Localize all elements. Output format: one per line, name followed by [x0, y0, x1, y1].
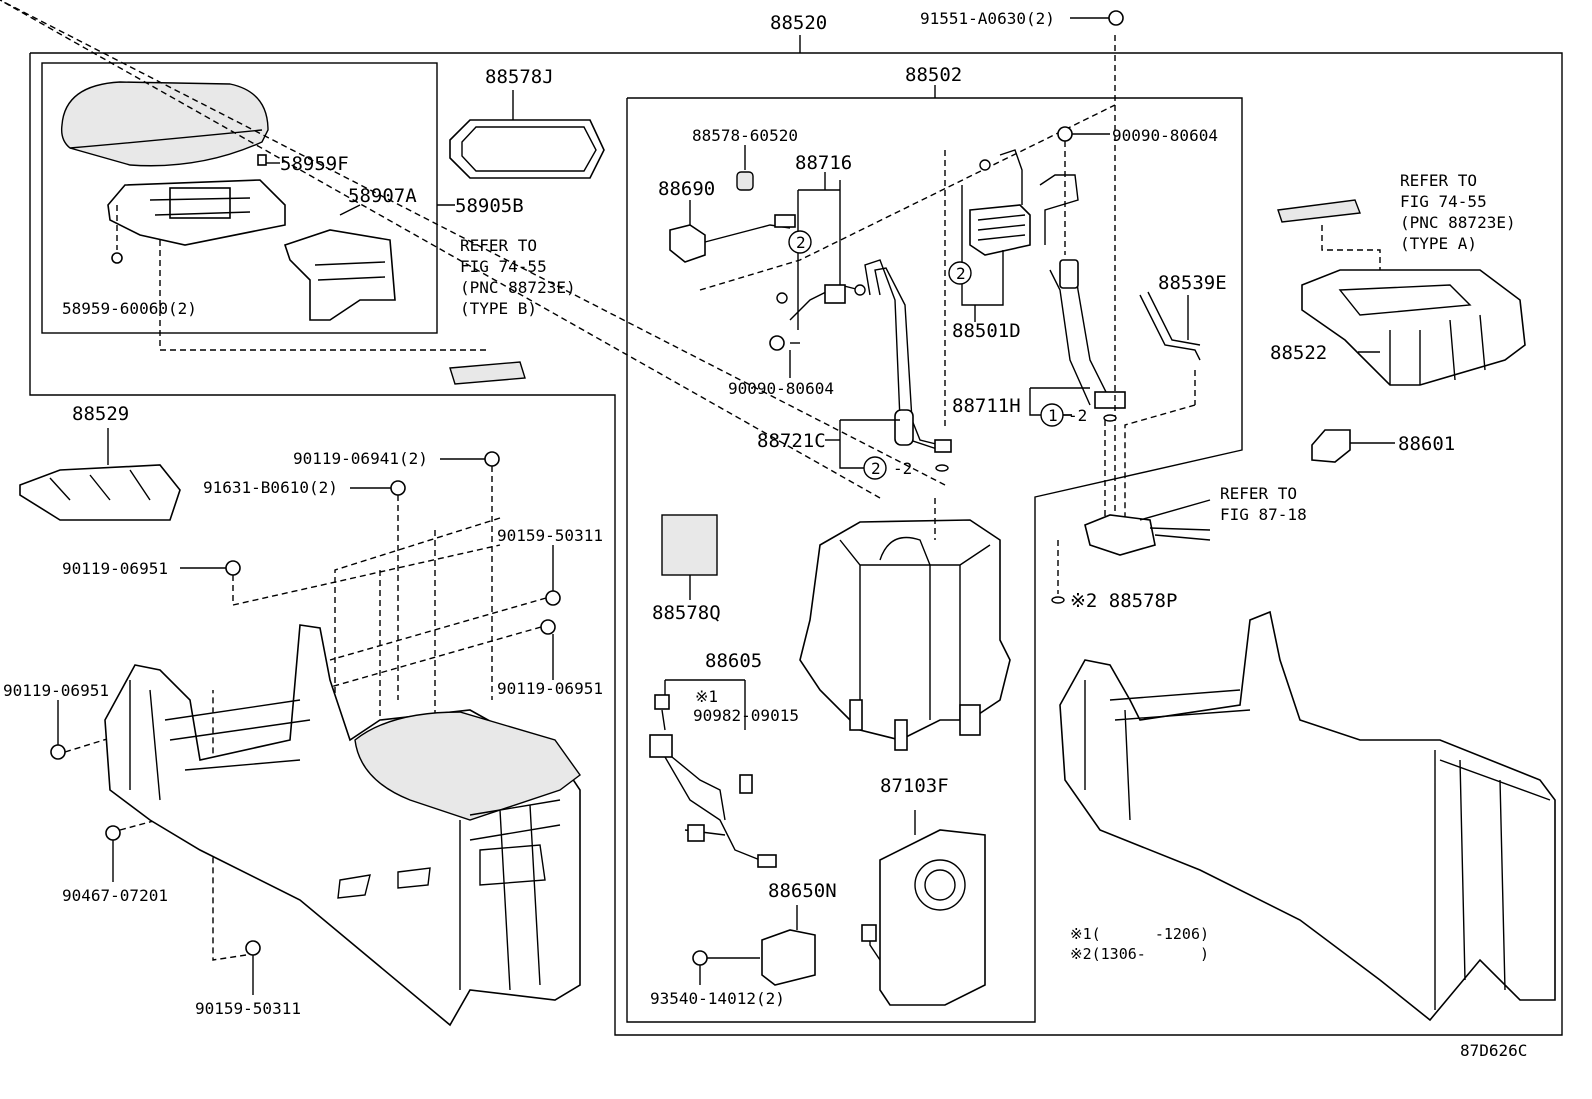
label-88716: 88716	[795, 152, 853, 174]
bolt-91551-a0630	[1070, 10, 1124, 26]
note-1: ※1( -1206)	[1070, 925, 1209, 943]
tube-88711h-part	[1039, 174, 1126, 409]
label-88578q: 88578Q	[652, 602, 721, 624]
circle-2-a	[788, 230, 812, 254]
console-body-right-part	[1059, 610, 1556, 1022]
console-body-left-part	[104, 624, 581, 1027]
label-88650n: 88650N	[768, 880, 837, 902]
relay-88650n-part	[692, 905, 816, 986]
circle-2-b-text: 2	[956, 264, 966, 283]
cup-holder-body-part	[799, 519, 1011, 751]
bolt-90119-06951-a	[180, 544, 501, 606]
plug-88578-60520-part	[736, 171, 754, 191]
armrest-lid-part	[60, 81, 269, 167]
label-note1-mark: ※1	[695, 687, 719, 706]
bolt-90090-80604-b	[1057, 126, 1110, 255]
label-90119-06951-right: 90119-06951	[497, 679, 603, 698]
bolt-91631-b0610	[350, 480, 406, 700]
armrest-base-part	[107, 154, 286, 246]
label-90467-07201: 90467-07201	[62, 886, 168, 905]
label-88578-60520: 88578-60520	[692, 126, 798, 145]
connector-fig-87-18-part	[1084, 499, 1211, 556]
label-88502: 88502	[905, 64, 963, 86]
label-88529: 88529	[72, 403, 130, 425]
refer-type-a-line3: (PNC 88723E)	[1400, 213, 1516, 232]
frame-88502	[626, 97, 1243, 1023]
refer-type-b-line1: REFER TO	[460, 236, 538, 255]
bolt-90119-06951-c	[50, 700, 121, 760]
refer-type-b-line4: (TYPE B)	[460, 299, 538, 318]
connector-88690-part	[669, 200, 796, 263]
label-90119-06951-far-left: 90119-06951	[3, 681, 109, 700]
label-88601: 88601	[1398, 433, 1456, 455]
label-90119-06951-left: 90119-06951	[62, 559, 168, 578]
label-93540-14012: 93540-14012(2)	[650, 989, 785, 1008]
pad-type-b-part	[449, 361, 526, 385]
label-58959-60060: 58959-60060(2)	[62, 299, 197, 318]
refer-fig-87-18-line1: REFER TO	[1220, 484, 1298, 503]
harness-88605-part	[649, 679, 777, 868]
bolt-90159-50311-a	[329, 545, 561, 661]
label-90159-50311-top: 90159-50311	[497, 526, 603, 545]
label-58959f: 58959F	[280, 153, 349, 175]
refer-type-a-line2: FIG 74-55	[1400, 192, 1487, 211]
refer-type-a-line1: REFER TO	[1400, 171, 1478, 190]
washer-88578p-part	[1051, 596, 1065, 604]
frame-armrest	[41, 62, 438, 334]
bolt-90090-80604-a	[769, 292, 800, 378]
label-88501d: 88501D	[952, 320, 1021, 342]
label-91631-b0610: 91631-B0610(2)	[203, 478, 338, 497]
label-90982-09015: 90982-09015	[693, 706, 799, 725]
label-90090-80604-bottom: 90090-80604	[728, 379, 834, 398]
gasket-88578j-part	[449, 119, 605, 179]
circle-1-text: 1	[1048, 406, 1058, 425]
mat-88529-part	[19, 428, 181, 521]
circle-1	[1040, 403, 1064, 427]
pad-88578q-part	[661, 514, 718, 576]
label-88721c: 88721C	[757, 430, 826, 452]
label-90119-06941: 90119-06941(2)	[293, 449, 428, 468]
label-88578p: ※2 88578P	[1070, 590, 1178, 612]
label-58905b: 58905B	[455, 195, 524, 217]
module-88501d-part	[969, 149, 1031, 256]
circle-2-c-text: 2	[871, 459, 881, 478]
unit-87103f-part	[861, 810, 986, 1006]
label-88522: 88522	[1270, 342, 1328, 364]
label-88690: 88690	[658, 178, 716, 200]
clip-88601-part	[1311, 429, 1395, 463]
refer-type-b-line3: (PNC 88723E)	[460, 278, 576, 297]
label-88605: 88605	[705, 650, 763, 672]
frame-88520	[29, 52, 1563, 1036]
dash-2-text-a: -2	[1068, 406, 1088, 425]
refer-fig-87-18-line2: FIG 87-18	[1220, 505, 1307, 524]
pad-type-a-part	[1277, 199, 1361, 223]
label-88539e: 88539E	[1158, 272, 1227, 294]
screw-58959-part	[111, 205, 123, 264]
figure-code: 87D626C	[1460, 1041, 1528, 1060]
tube-88539e-part	[1139, 291, 1201, 405]
label-90090-80604-top: 90090-80604	[1112, 126, 1218, 145]
circle-2-b	[948, 261, 972, 285]
label-87103f: 87103F	[880, 775, 949, 797]
refer-type-a-line4: (TYPE A)	[1400, 234, 1478, 253]
note-2: ※2(1306- )	[1070, 945, 1209, 963]
dash-2-text-b: -2	[893, 459, 913, 478]
label-88520: 88520	[770, 12, 828, 34]
bolt-90119-06951-b	[319, 619, 556, 691]
label-90159-50311-bottom: 90159-50311	[195, 999, 301, 1018]
hose-88721c-part	[789, 259, 952, 453]
refer-type-b-line2: FIG 74-55	[460, 257, 547, 276]
latch-part	[283, 229, 396, 321]
label-88578j: 88578J	[485, 66, 554, 88]
circle-2-a-text: 2	[796, 233, 806, 252]
label-58907a: 58907A	[348, 185, 417, 207]
bolt-90119-06941	[440, 451, 500, 700]
holder-88522-part	[1301, 269, 1526, 386]
label-88711h: 88711H	[952, 395, 1021, 417]
label-91551-a0630: 91551-A0630(2)	[920, 9, 1055, 28]
